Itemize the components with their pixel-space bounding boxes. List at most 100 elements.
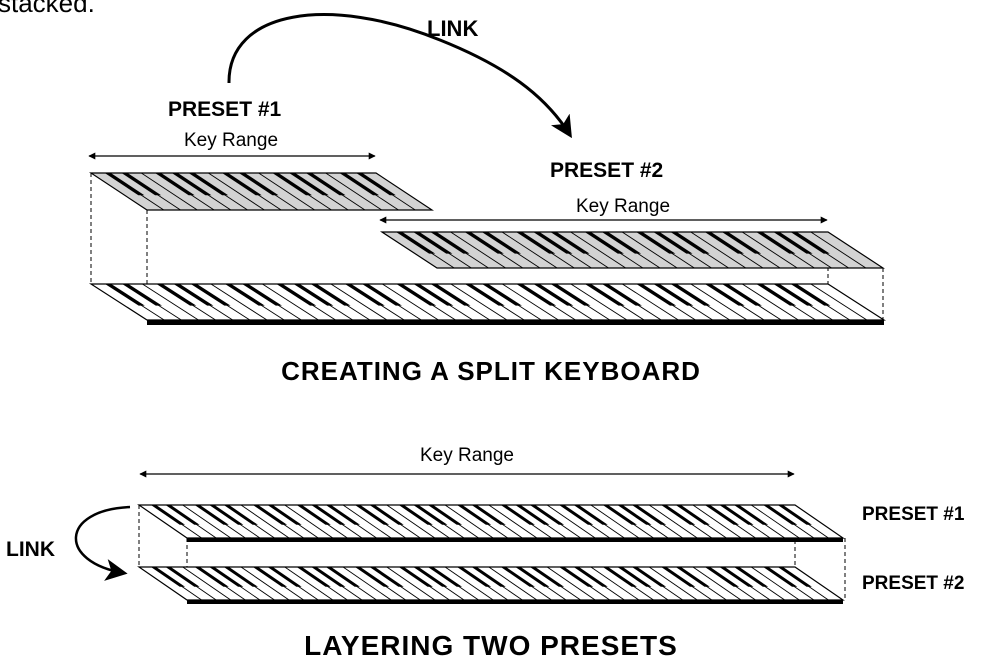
layer-preset1-label: PRESET #1 [862,504,965,525]
layer-p1-black-key [617,505,652,525]
layer-p1-black-key [777,505,812,525]
layer-p1-black-key [427,505,462,525]
layer-p1-black-key [223,505,258,525]
split-base-black-key [516,284,557,306]
layer-p2-black-key [355,567,390,587]
layer-p1-key-line [751,504,800,539]
layer-p1-key-line [444,504,494,539]
split-p1-key-line [208,172,265,211]
layer-p1-black-key [325,505,360,525]
layer-p2-front-edge [187,600,843,604]
layer-preset2-keyboard [137,566,845,604]
split-base-black-key [242,284,282,306]
split-p2-black-key [636,232,676,254]
split-p1-black-key [272,173,313,196]
split-p2-black-key [670,232,710,254]
layer-p1-black-key [194,505,229,525]
split-p2-black-key [430,232,470,254]
layer-p2-black-key [413,567,448,587]
split-base-black-key [704,284,745,306]
layer-p2-black-key [296,567,331,587]
split-base-black-key [653,284,694,306]
layer-p2-black-key [209,567,244,587]
split-p2-black-key [704,232,745,254]
split-base-key-line [142,283,199,321]
split-p1-black-key [339,173,380,196]
layer-p1-black-key [661,505,696,525]
layer-p1-key-line [284,504,334,539]
layer-p1-black-key [704,505,739,525]
layer-p2-black-key [559,567,594,587]
layer-p1-black-key [311,505,346,525]
split-base-black-key [156,284,197,306]
split-base-key-line [210,283,268,321]
layer-p1-black-key [471,505,506,525]
split-base-black-key [430,284,471,306]
layer-p2-key-line [240,566,290,601]
split-preset2-range-label: Key Range [576,196,670,217]
layer-p2-key-line [648,566,698,601]
split-base-black-key [584,284,625,306]
split-base-key-line [450,283,508,321]
layer-p2-black-key [325,567,360,587]
split-base-black-key [790,284,831,306]
layer-p1-black-key [369,505,404,525]
layer-p2-black-key [719,567,754,587]
layer-link-arrow [74,505,131,581]
split-base-black-key [362,284,402,306]
split-section: LINK PRESET #1 Key Range PRESET #2 Key R… [88,13,887,386]
layer-p2-black-key [369,567,404,587]
layer-p1-key-line [182,504,231,539]
layer-p1-key-line [488,504,538,539]
layer-p1-black-key [252,505,288,525]
layer-p2-black-key [500,567,535,587]
layer-p2-black-key [223,567,258,587]
layer-p2-black-key [661,567,696,587]
layer-p2-key-line [488,566,538,601]
layer-p2-key-line [751,566,800,601]
layer-p1-key-line [240,504,290,539]
layer-p1-black-key [150,505,186,525]
split-p1-key-line [141,172,198,211]
layer-p2-black-key [427,567,462,587]
split-base-keyboard [88,283,887,325]
layer-p1-black-key [515,505,550,525]
layer-p2-key-line [182,566,231,601]
split-p1-black-key [305,173,346,196]
split-p1-black-key [222,173,262,196]
split-p2-key-line [741,231,798,269]
layer-p2-key-line [692,566,742,601]
split-p2-black-key [790,232,830,254]
layer-p1-black-key [675,505,710,525]
split-p2-key-line [501,231,558,269]
split-p2-black-key [550,232,590,254]
split-p1-black-key [104,173,145,196]
layer-p2-black-key [457,567,492,587]
layer-range-label: Key Range [420,445,514,466]
layer-p2-key-line [444,566,494,601]
split-base-black-key [550,284,591,306]
layer-p1-black-key [413,505,448,525]
layer-p1-black-key [355,505,390,525]
split-p1-black-key [238,173,279,196]
split-preset1-keyboard [89,172,434,211]
split-base-black-key [533,284,574,306]
layer-p2-top [137,566,845,601]
split-p2-key-line [450,231,506,269]
layer-p2-black-key [529,567,565,587]
split-p2-black-key [756,232,796,254]
layer-p2-black-key [515,567,550,587]
layer-p2-black-key [471,567,506,587]
layer-p1-black-key [602,505,637,525]
layer-link-label: LINK [6,538,55,561]
split-p2-black-key [773,232,813,254]
split-base-key-line [330,283,388,321]
layer-p1-black-key [734,505,769,525]
split-p2-black-key [396,232,436,254]
layer-p2-black-key [734,567,769,587]
layer-p1-key-line [692,504,742,539]
layer-p2-black-key [252,567,288,587]
layer-p2-black-key [194,567,229,587]
split-base-black-key [190,284,231,306]
